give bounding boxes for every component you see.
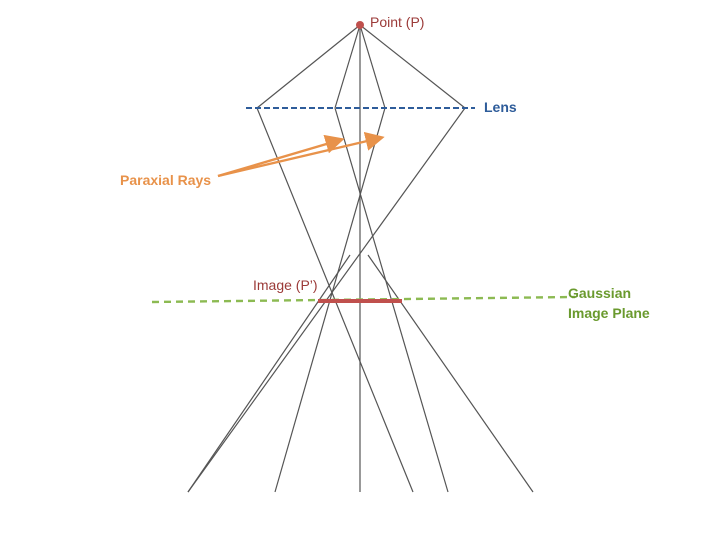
ray-incident-5 <box>359 24 466 109</box>
point-label: Point (P) <box>370 14 424 30</box>
gaussian-label-line1: Gaussian <box>568 285 631 301</box>
ray-incident-1 <box>256 24 361 109</box>
image-label: Image (P’) <box>253 277 318 293</box>
ray-incident-2 <box>334 24 361 109</box>
ray-incident-4 <box>359 24 386 109</box>
ray-outer-left <box>187 254 351 493</box>
paraxial-arrow-2 <box>217 131 385 178</box>
gaussian-plane-line <box>151 295 576 304</box>
gaussian-label-line2: Image Plane <box>568 305 650 321</box>
point-p-dot <box>356 21 364 29</box>
paraxial-rays-label: Paraxial Rays <box>120 172 211 188</box>
ray-outer-right <box>367 254 534 493</box>
lens-label: Lens <box>484 99 517 115</box>
incident-rays <box>256 24 466 109</box>
